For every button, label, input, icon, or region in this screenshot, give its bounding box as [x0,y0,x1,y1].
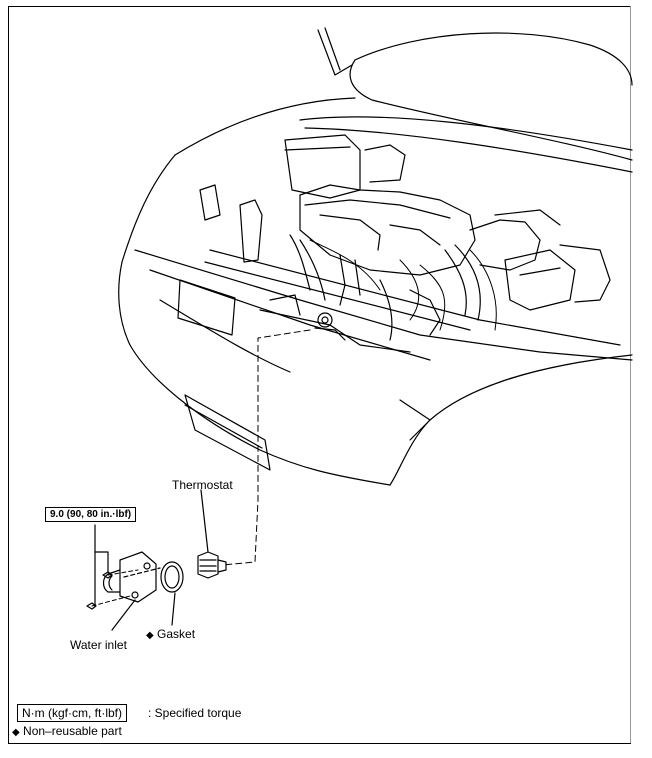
hood-outline [299,27,633,173]
legend-nonreusable-text: Non–reusable part [23,724,122,738]
thermostat-label: Thermostat [172,478,233,492]
torque-spec-box: 9.0 (90, 80 in.·lbf) [45,507,137,522]
gasket-text: Gasket [157,627,196,641]
engine-block [289,184,611,341]
gasket-label: ◆ Gasket [146,627,195,641]
frame-right-edge [630,6,631,743]
legend-nonreusable: ◆ Non–reusable part [12,724,122,738]
diamond-icon: ◆ [146,630,154,641]
thermostat-part [197,489,227,579]
frame-bottom-edge [8,743,631,744]
gasket-part [160,561,184,626]
water-inlet-label: Water inlet [70,638,127,652]
front-body-outline [118,97,633,486]
diagram-frame [8,6,631,743]
diamond-icon: ◆ [12,727,20,738]
water-inlet-part [102,551,161,631]
thermostat-location [314,312,346,341]
torque-spec-value: 9.0 (90, 80 in.·lbf) [50,509,132,520]
reservoir-tank [199,134,406,263]
legend-torque-units-box: N·m (kgf·cm, ft·lbf) [17,704,127,722]
legend-torque-desc: : Specified torque [148,706,242,720]
wiring-hoses [309,239,497,331]
radiator-support [177,249,621,353]
dashed-leader-line [221,329,311,566]
legend-torque-units: N·m (kgf·cm, ft·lbf) [22,706,122,720]
bolts [86,524,139,610]
